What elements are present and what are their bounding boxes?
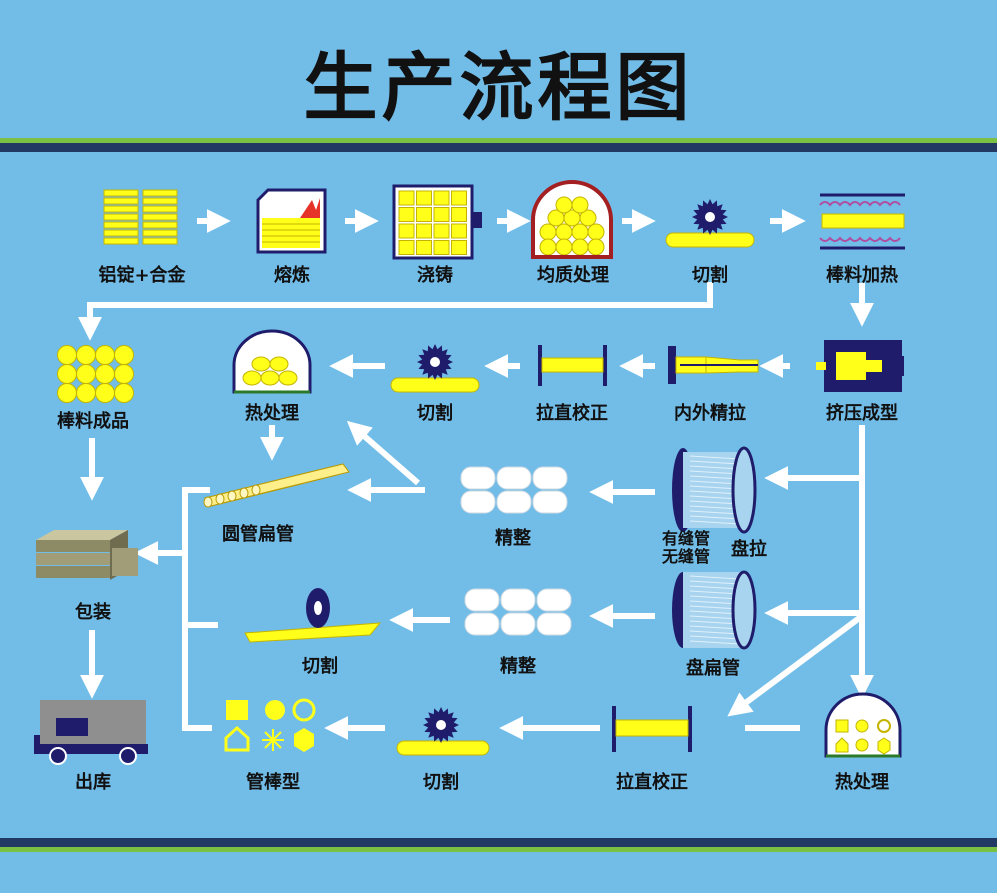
ingot-stack-icon [103,189,178,245]
bottom-dark-stripe [0,838,997,847]
step-label-seamed-tube: 有缝管 [661,529,711,548]
coil-finishing-icon [464,588,572,636]
step-label-extrusion: 挤压成型 [826,403,898,424]
step-label-billet-heating: 棒料加热 [826,265,898,286]
step-label-cutting-3: 切割 [302,656,338,677]
step-label-billet-finished: 棒料成品 [57,411,129,432]
drawing-die-icon [668,346,759,384]
heat-treatment-furnace-icon [824,692,902,758]
bottom-green-stripe [0,847,997,852]
saw-icon [390,344,480,393]
step-label-straightening-1: 拉直校正 [536,403,608,424]
step-label-round-flat-tube: 圆管扁管 [222,524,294,545]
step-label-cutting-1: 切割 [692,265,728,286]
coil-finishing-icon [460,466,568,514]
step-label-finishing-2: 精整 [500,656,536,677]
heat-treatment-furnace-icon [232,329,312,394]
step-label-seamless-tube: 无缝管 [661,547,711,566]
page-title: 生产流程图 [303,45,694,131]
step-label-homogenizing: 均质处理 [537,265,609,286]
step-label-ingot-alloy: 铝锭+合金 [98,265,186,286]
package-stack-icon [36,530,138,580]
step-label-casting: 浇铸 [417,265,453,286]
collector-line [182,487,212,731]
step-label-coiled-flat-tube: 盘扁管 [686,658,740,679]
profile-shapes-icon [224,698,316,752]
step-label-tube-bar-profile: 管棒型 [246,772,300,793]
flow-connectors [78,209,874,740]
header-band [0,0,997,138]
step-label-straightening-2: 拉直校正 [616,772,688,793]
step-label-cutting-2: 切割 [417,403,453,424]
furnace-icon [256,188,327,254]
casting-mold-icon [392,184,482,260]
straightener-icon [612,706,692,752]
truck-icon [34,700,148,765]
billet-heater-icon [819,193,905,250]
extrusion-press-icon [816,340,904,392]
top-green-stripe [0,138,997,143]
tube-bundle-icon [203,463,350,508]
saw-icon [396,707,490,756]
homogenizing-furnace-icon [531,180,613,259]
billet-bundle-icon [57,345,134,403]
step-label-smelting: 熔炼 [274,265,310,286]
step-label-shipping: 出库 [75,772,111,793]
saw-icon [244,588,382,643]
step-label-cutting-4: 切割 [423,772,459,793]
step-label-coil-drawing: 盘拉 [731,539,767,560]
coil-drum-icon [672,570,757,650]
arrow-s5-s12 [78,282,713,341]
arrow-s7-s23 [727,613,864,717]
step-label-heat-treatment-1: 热处理 [245,403,299,424]
step-label-heat-treatment-2: 热处理 [835,772,889,793]
step-label-packaging: 包装 [75,602,111,623]
step-label-inner-outer-drawing: 内外精拉 [674,403,746,424]
top-dark-stripe [0,143,997,152]
straightener-icon [538,345,607,386]
arrow-s14-s11 [346,420,420,486]
saw-icon [665,199,755,248]
drawing-drum-icon [672,446,757,534]
step-label-finishing-1: 精整 [495,528,531,549]
